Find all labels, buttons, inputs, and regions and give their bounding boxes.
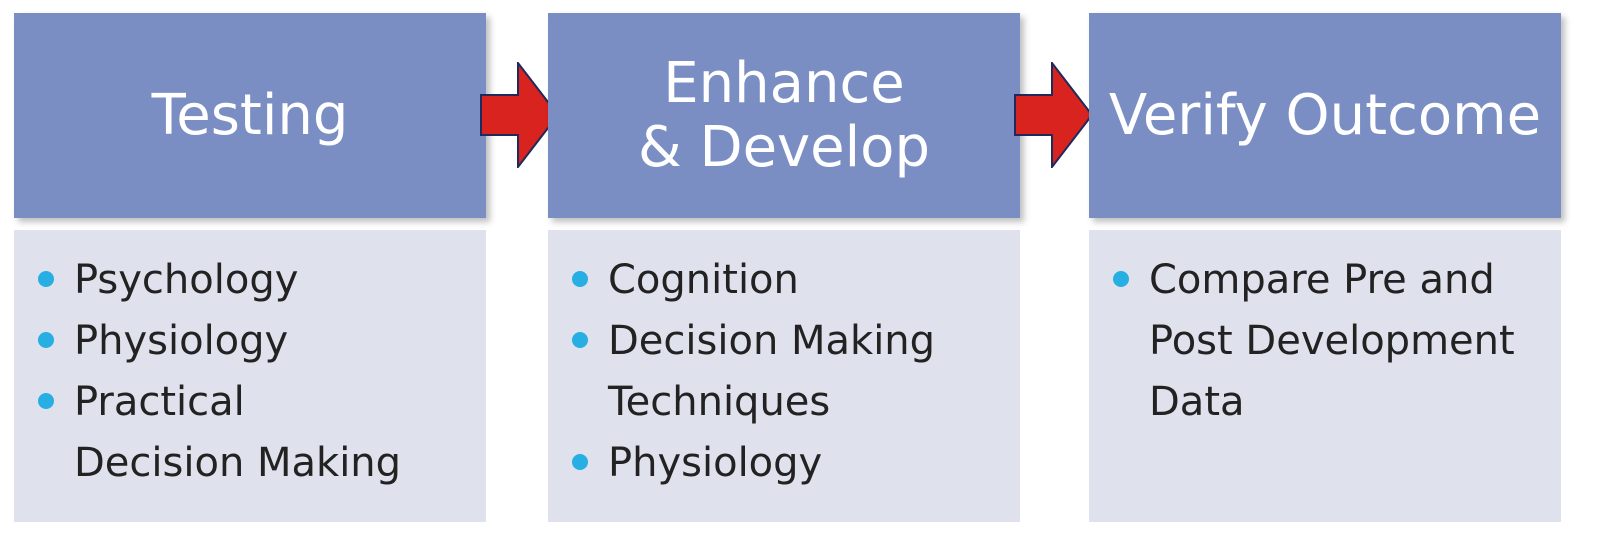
stage-body: Compare Pre and Post Development Data [1089, 230, 1561, 522]
list-item-text: Decision Making Techniques [608, 318, 936, 425]
bullet-dot-icon [572, 271, 588, 287]
right-arrow-icon [480, 62, 560, 168]
stage-body: Psychology Physiology Practical Decision… [14, 230, 486, 522]
bullet-list: Compare Pre and Post Development Data [1113, 250, 1551, 433]
list-item-text: Compare Pre and Post Development Data [1149, 257, 1515, 425]
list-item: Psychology [38, 250, 476, 311]
bullet-list: Cognition Decision Making Techniques Phy… [572, 250, 1010, 494]
list-item-text: Physiology [608, 440, 823, 486]
list-item: Cognition [572, 250, 1010, 311]
list-item: Physiology [572, 433, 1010, 494]
stage-header: Testing [14, 13, 486, 218]
bullet-dot-icon [38, 393, 54, 409]
bullet-dot-icon [1113, 271, 1129, 287]
right-arrow-icon [1014, 62, 1094, 168]
stage-header: Enhance & Develop [548, 13, 1020, 218]
stage-title: Enhance & Develop [637, 50, 930, 180]
stage-title: Testing [151, 82, 349, 148]
bullet-list: Psychology Physiology Practical Decision… [38, 250, 476, 494]
bullet-dot-icon [38, 332, 54, 348]
stage-title: Verify Outcome [1108, 82, 1542, 148]
list-item: Practical Decision Making [38, 372, 424, 494]
bullet-dot-icon [38, 271, 54, 287]
stage-body: Cognition Decision Making Techniques Phy… [548, 230, 1020, 522]
list-item-text: Physiology [74, 318, 289, 364]
list-item-text: Psychology [74, 257, 299, 303]
list-item-text: Practical Decision Making [74, 379, 402, 486]
list-item: Decision Making Techniques [572, 311, 988, 433]
stage-header: Verify Outcome [1089, 13, 1561, 218]
bullet-dot-icon [572, 332, 588, 348]
bullet-dot-icon [572, 454, 588, 470]
list-item: Compare Pre and Post Development Data [1113, 250, 1539, 433]
list-item-text: Cognition [608, 257, 799, 303]
list-item: Physiology [38, 311, 476, 372]
